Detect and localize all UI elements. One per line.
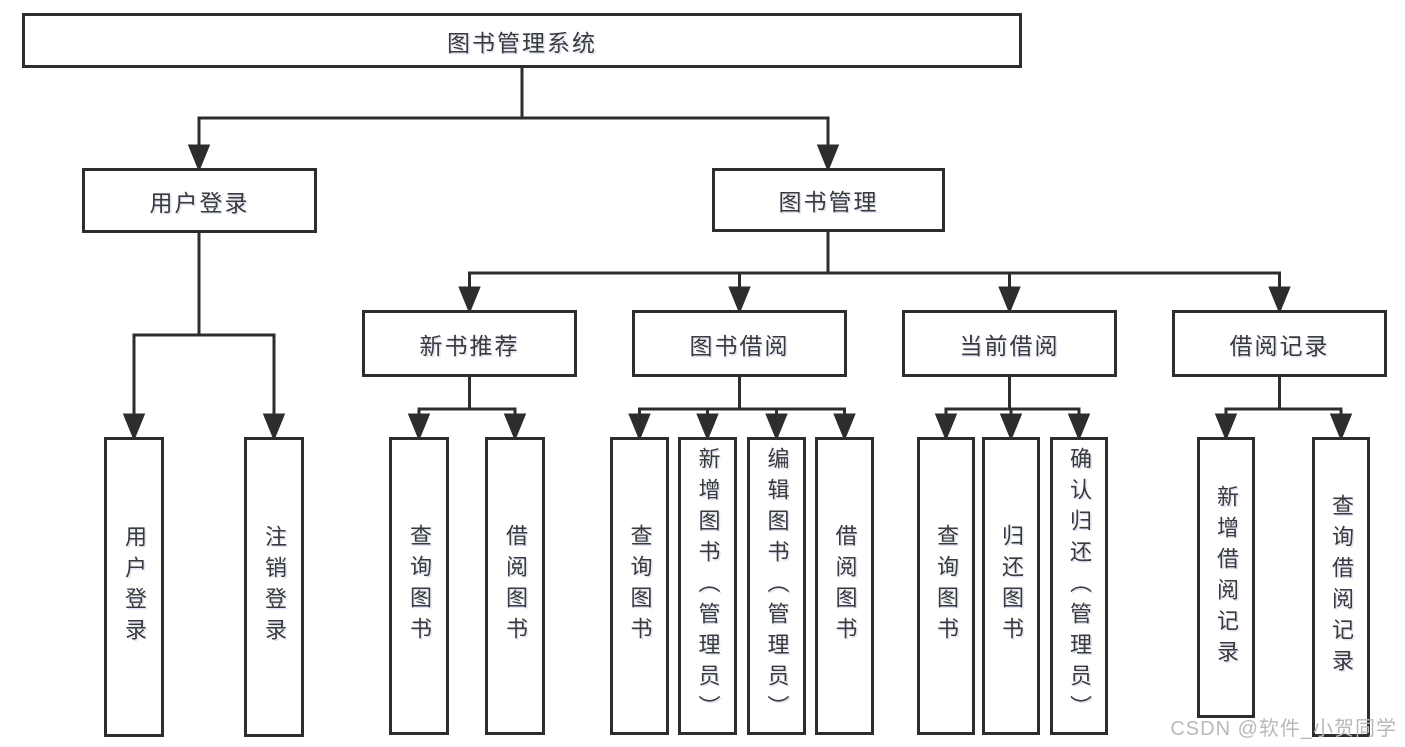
node-library-system-label: 图书管理系统 <box>447 29 597 56</box>
leaf-logout: 注销登录 <box>244 437 304 737</box>
leaf-borrow-books: 借阅图书 <box>815 437 874 735</box>
node-borrowing-records-label: 借阅记录 <box>1229 332 1330 359</box>
leaf-add-book-admin: 新增图书（管理员） <box>678 437 737 735</box>
leaf-borrow-books-recommend: 借阅图书 <box>485 437 545 735</box>
node-current-borrowing-label: 当前借阅 <box>959 332 1060 359</box>
node-book-borrowing-label: 图书借阅 <box>689 332 790 359</box>
leaf-add-book-admin-label: 新增图书（管理员） <box>695 446 721 726</box>
leaf-query-books-borrow: 查询图书 <box>610 437 669 735</box>
leaf-return-book: 归还图书 <box>982 437 1040 735</box>
leaf-query-borrow-record: 查询借阅记录 <box>1312 437 1370 737</box>
csdn-watermark: CSDN @软件_小贺同学 <box>1170 718 1397 740</box>
leaf-edit-book-admin-label: 编辑图书（管理员） <box>764 446 790 726</box>
leaf-return-book-label: 归还图书 <box>999 524 1024 648</box>
node-user-login-label: 用户登录 <box>149 189 250 216</box>
leaf-logout-label: 注销登录 <box>262 525 287 649</box>
leaf-query-books-current: 查询图书 <box>917 437 975 735</box>
node-new-book-recommend-label: 新书推荐 <box>419 332 520 359</box>
leaf-query-books-recommend-label: 查询图书 <box>407 524 432 648</box>
leaf-add-borrow-record: 新增借阅记录 <box>1197 437 1255 718</box>
leaf-user-login: 用户登录 <box>104 437 164 737</box>
leaf-add-borrow-record-label: 新增借阅记录 <box>1214 484 1239 671</box>
node-book-management: 图书管理 <box>712 168 945 232</box>
node-new-book-recommend: 新书推荐 <box>362 310 577 377</box>
node-book-management-label: 图书管理 <box>778 189 879 215</box>
node-user-login: 用户登录 <box>82 168 317 233</box>
leaf-query-books-borrow-label: 查询图书 <box>627 524 653 648</box>
leaf-borrow-books-label: 借阅图书 <box>832 524 858 648</box>
leaf-query-books-recommend: 查询图书 <box>389 437 449 735</box>
leaf-confirm-return-admin: 确认归还（管理员） <box>1050 437 1108 735</box>
node-borrowing-records: 借阅记录 <box>1172 310 1387 377</box>
leaf-query-books-current-label: 查询图书 <box>934 524 959 648</box>
node-book-borrowing: 图书借阅 <box>632 310 847 377</box>
leaf-user-login-label: 用户登录 <box>122 525 147 649</box>
node-current-borrowing: 当前借阅 <box>902 310 1117 377</box>
leaf-borrow-books-recommend-label: 借阅图书 <box>503 524 528 648</box>
node-library-system: 图书管理系统 <box>22 13 1022 68</box>
leaf-query-borrow-record-label: 查询借阅记录 <box>1329 494 1354 680</box>
leaf-confirm-return-admin-label: 确认归还（管理员） <box>1067 446 1092 726</box>
leaf-edit-book-admin: 编辑图书（管理员） <box>747 437 806 735</box>
